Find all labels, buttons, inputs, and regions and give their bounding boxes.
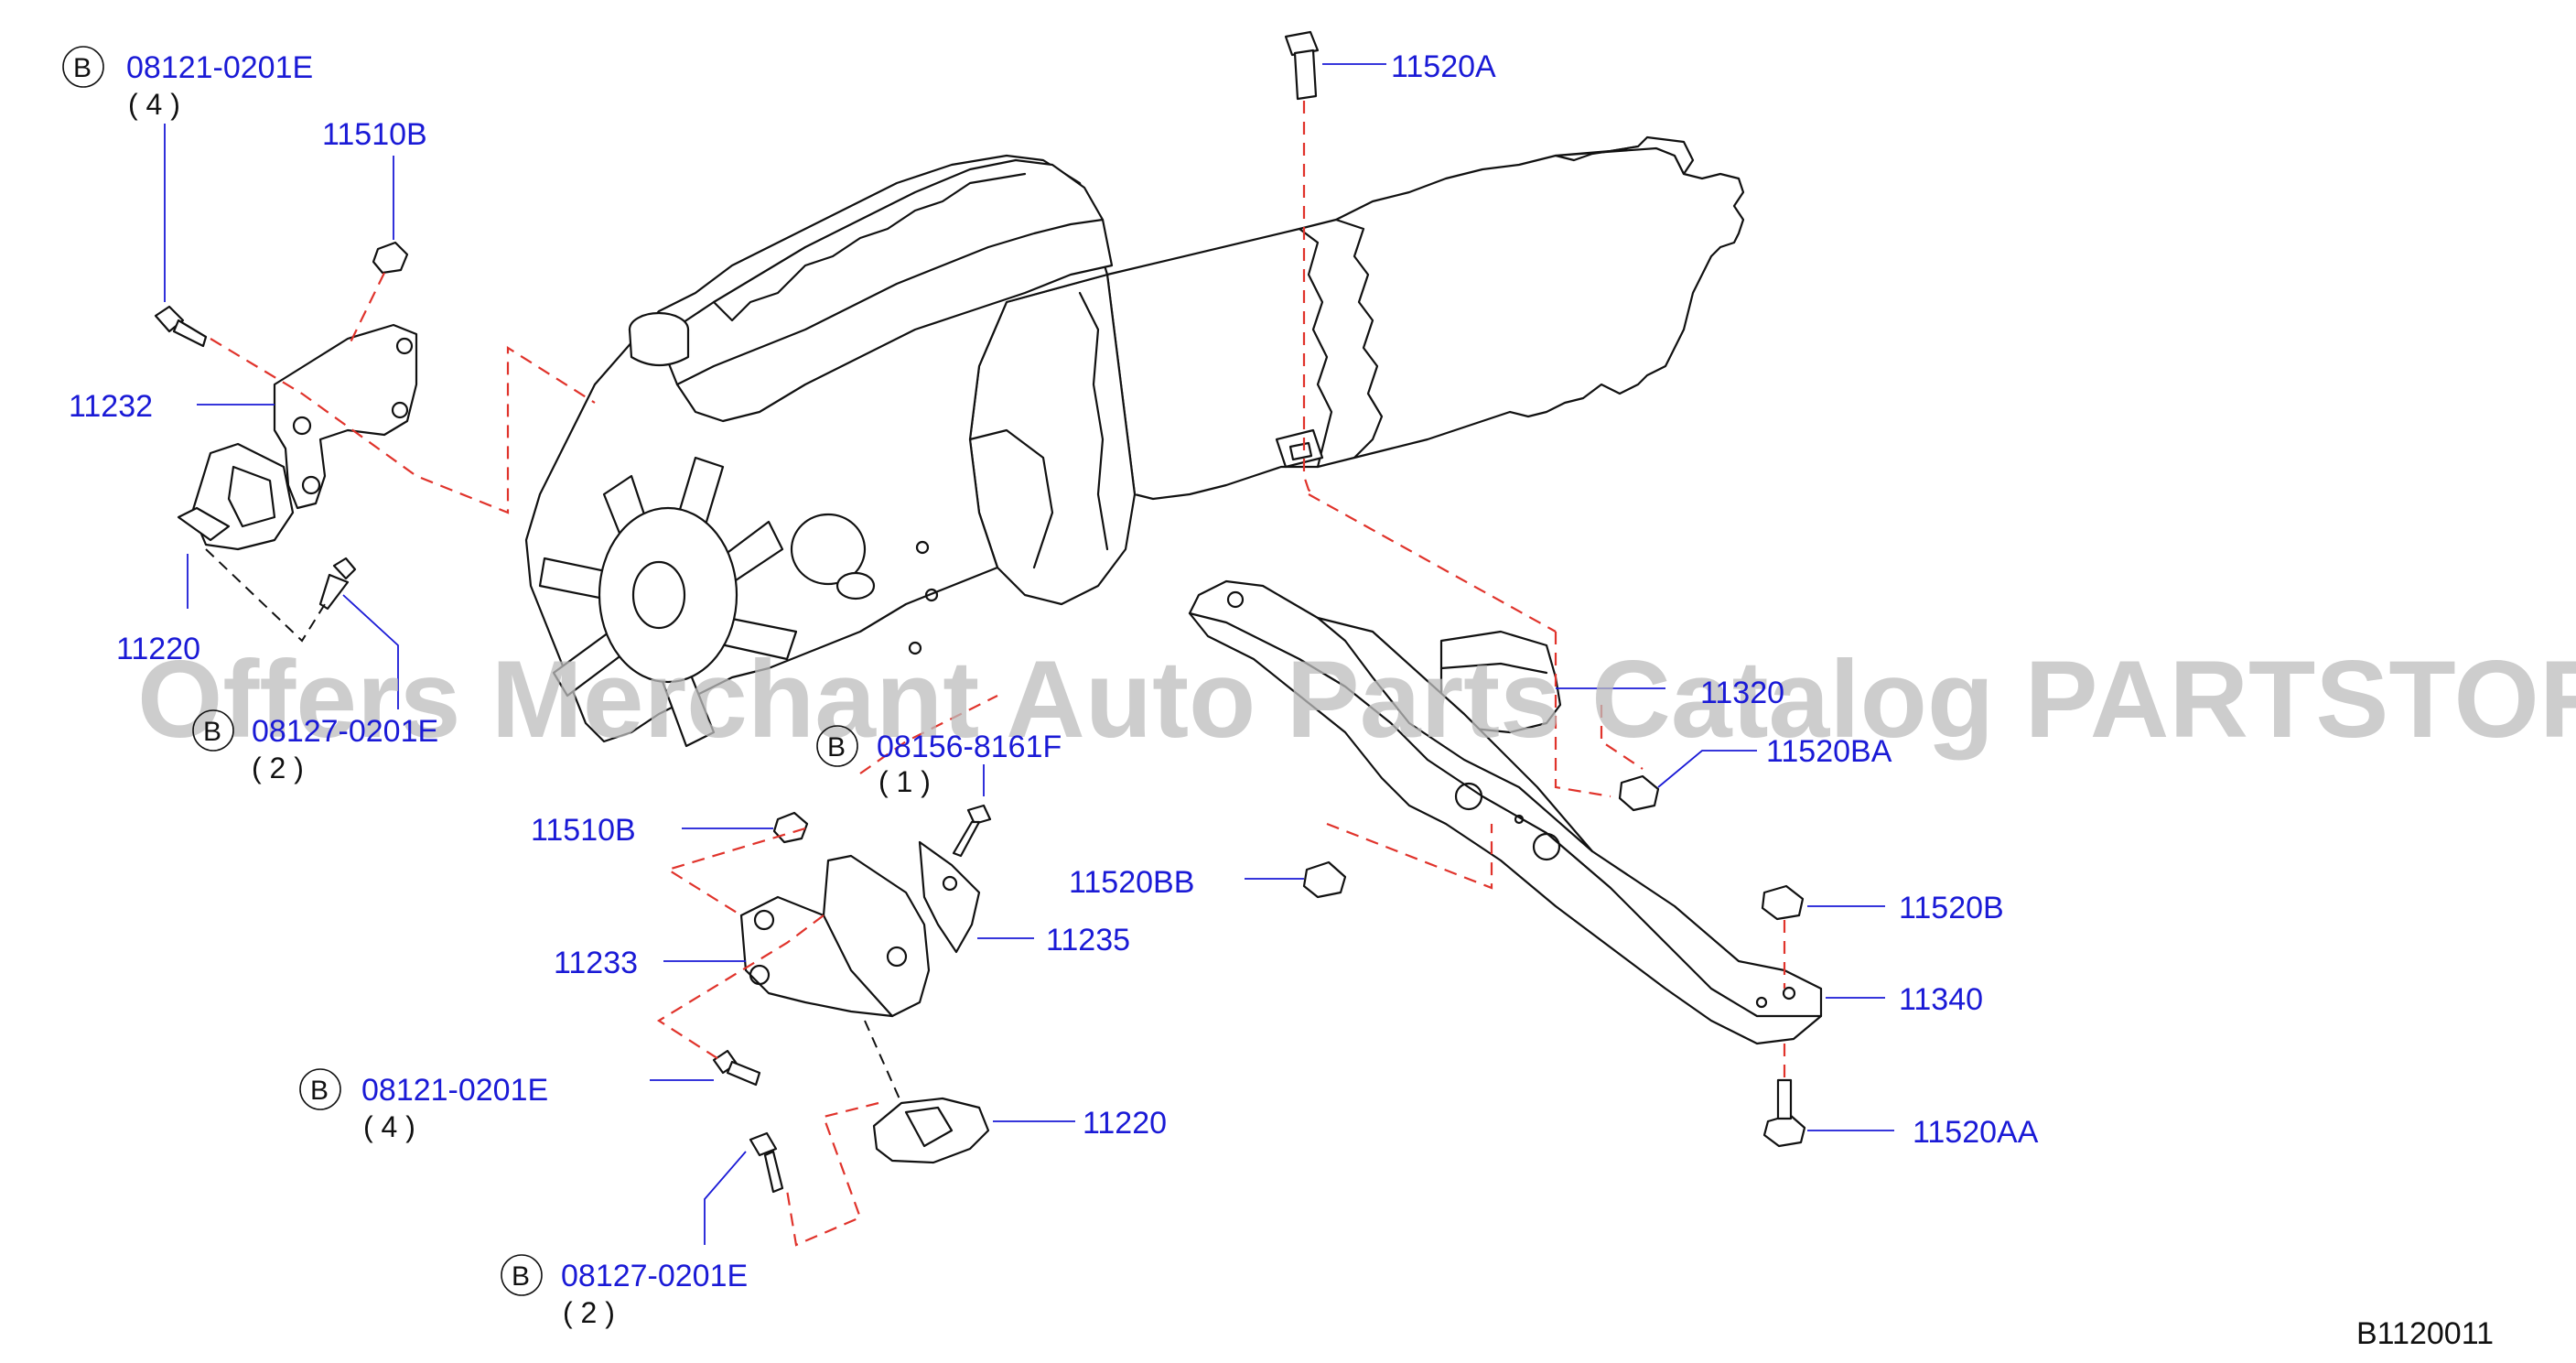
b-badge-letter: B	[310, 1076, 329, 1106]
engine-assembly-drawing	[524, 135, 1745, 748]
part-number[interactable]: 08127-0201E	[252, 714, 438, 749]
callout-nut-11510B-top[interactable]: 11510B	[322, 117, 427, 152]
part-number[interactable]: 08121-0201E	[126, 50, 313, 85]
part-number[interactable]: 11233	[554, 946, 638, 980]
part-number[interactable]: 11220	[1083, 1106, 1167, 1141]
quantity: ( 4 )	[128, 88, 180, 121]
callout-nut-11520B[interactable]: 11520B	[1899, 891, 2004, 925]
b-badge-letter: B	[203, 717, 221, 747]
part-number[interactable]: 11320	[1700, 676, 1784, 710]
part-number[interactable]: 08121-0201E	[361, 1073, 548, 1108]
quantity: ( 4 )	[363, 1110, 415, 1143]
leader-lines	[164, 63, 1894, 1245]
callout-nut-11520BA[interactable]: 11520BA	[1766, 734, 1892, 769]
b-badge	[501, 1254, 543, 1296]
callout-bolt-08121-bottom[interactable]: B 08121-0201E ( 4 )	[299, 1068, 548, 1143]
callout-mount-11220-left[interactable]: 11220	[116, 632, 200, 666]
quantity: ( 2 )	[252, 752, 304, 784]
b-badge	[299, 1068, 341, 1110]
callout-mount-11220-bottom[interactable]: 11220	[1083, 1106, 1167, 1141]
callout-plate-11235[interactable]: 11235	[1046, 923, 1130, 957]
callout-nut-11520BB[interactable]: 11520BB	[1069, 865, 1194, 900]
callout-bolt-11520A[interactable]: 11520A	[1391, 49, 1496, 84]
diagram-code: B1120011	[2356, 1316, 2494, 1351]
part-number[interactable]: 08156-8161F	[877, 730, 1062, 764]
b-badge	[62, 46, 104, 88]
crossmember-group	[1188, 30, 1823, 1148]
part-number[interactable]: 11220	[116, 632, 200, 666]
part-number[interactable]: 11520BA	[1766, 734, 1892, 769]
callout-mount-11320[interactable]: 11320	[1700, 676, 1784, 710]
lower-mount-group	[656, 695, 998, 1247]
part-number[interactable]: 11520A	[1391, 49, 1496, 84]
callout-bracket-11232[interactable]: 11232	[69, 389, 153, 424]
part-number[interactable]: 11235	[1046, 923, 1130, 957]
part-number[interactable]: 11520B	[1899, 891, 2004, 925]
part-number[interactable]: 08127-0201E	[561, 1259, 748, 1293]
b-badge	[192, 709, 234, 752]
part-number[interactable]: 11340	[1899, 982, 1983, 1017]
part-number[interactable]: 11510B	[322, 117, 427, 152]
b-badge	[816, 725, 858, 767]
callout-bolt-08127-bottom[interactable]: B 08127-0201E ( 2 )	[501, 1254, 748, 1329]
callout-bolt-08121-top[interactable]: B 08121-0201E ( 4 )	[62, 46, 313, 121]
b-badge-letter: B	[827, 732, 846, 763]
callout-bolt-08156[interactable]: B 08156-8161F ( 1 )	[816, 725, 1062, 798]
part-number[interactable]: 11520AA	[1913, 1115, 2039, 1150]
part-number[interactable]: 11520BB	[1069, 865, 1194, 900]
part-number[interactable]: 11510B	[531, 813, 636, 848]
callout-nut-11510B-mid[interactable]: 11510B	[531, 813, 636, 848]
callout-bolt-11520AA[interactable]: 11520AA	[1913, 1115, 2039, 1150]
callout-bolt-08127-left[interactable]: B 08127-0201E ( 2 )	[192, 709, 438, 784]
callout-crossmember-11340[interactable]: 11340	[1899, 982, 1983, 1017]
cooling-fan	[538, 456, 798, 748]
b-badge-letter: B	[73, 53, 92, 83]
callout-bracket-11233[interactable]: 11233	[554, 946, 638, 980]
watermark: Offers Merchant Auto Parts Catalog PARTS…	[137, 638, 2576, 761]
b-badge-letter: B	[512, 1261, 530, 1292]
quantity: ( 2 )	[563, 1296, 615, 1329]
part-number[interactable]: 11232	[69, 389, 153, 424]
left-mount-group	[154, 241, 596, 643]
quantity: ( 1 )	[878, 765, 931, 798]
